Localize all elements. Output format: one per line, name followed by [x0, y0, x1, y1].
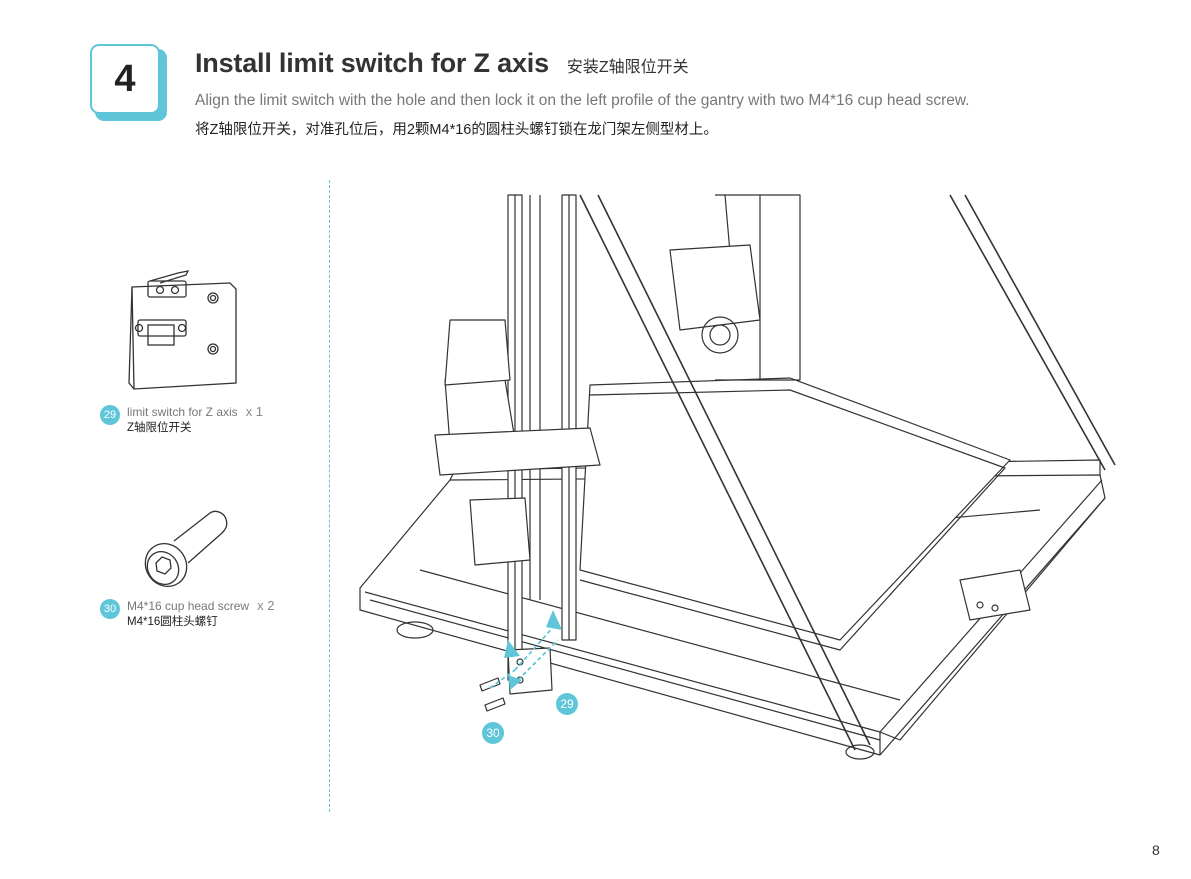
step-title-zh: 安装Z轴限位开关	[567, 53, 689, 77]
part-29-number: 29	[100, 405, 120, 425]
limit-switch-illustration	[120, 265, 250, 395]
step-title-en: Install limit switch for Z axis	[195, 48, 549, 79]
part-30-qty: x 2	[257, 598, 274, 613]
step-description-zh: 将Z轴限位开关，对准孔位后，用2颗M4*16的圆柱头螺钉锁在龙门架左侧型材上。	[195, 118, 718, 139]
part-29-text: limit switch for Z axis x 1 Z轴限位开关	[127, 404, 263, 436]
step-number-badge: 4	[90, 44, 160, 114]
callout-30: 30	[482, 722, 504, 744]
step-description-en: Align the limit switch with the hole and…	[195, 92, 970, 110]
part-29-label: 29 limit switch for Z axis x 1 Z轴限位开关	[100, 404, 263, 436]
section-divider	[329, 180, 330, 812]
part-29-qty: x 1	[246, 404, 263, 419]
part-30-number: 30	[100, 599, 120, 619]
part-29-name-zh: Z轴限位开关	[127, 420, 263, 436]
printer-assembly-illustration	[340, 180, 1140, 780]
part-29-name-en: limit switch for Z axis	[127, 405, 238, 419]
step-title-row: Install limit switch for Z axis 安装Z轴限位开关	[195, 48, 689, 79]
part-30-label: 30 M4*16 cup head screw x 2 M4*16圆柱头螺钉	[100, 598, 274, 630]
callout-29: 29	[556, 693, 578, 715]
part-30-name-zh: M4*16圆柱头螺钉	[127, 614, 274, 630]
page-number: 8	[1152, 842, 1160, 858]
screw-illustration	[140, 505, 240, 595]
part-30-name-en: M4*16 cup head screw	[127, 599, 249, 613]
part-30-text: M4*16 cup head screw x 2 M4*16圆柱头螺钉	[127, 598, 274, 630]
